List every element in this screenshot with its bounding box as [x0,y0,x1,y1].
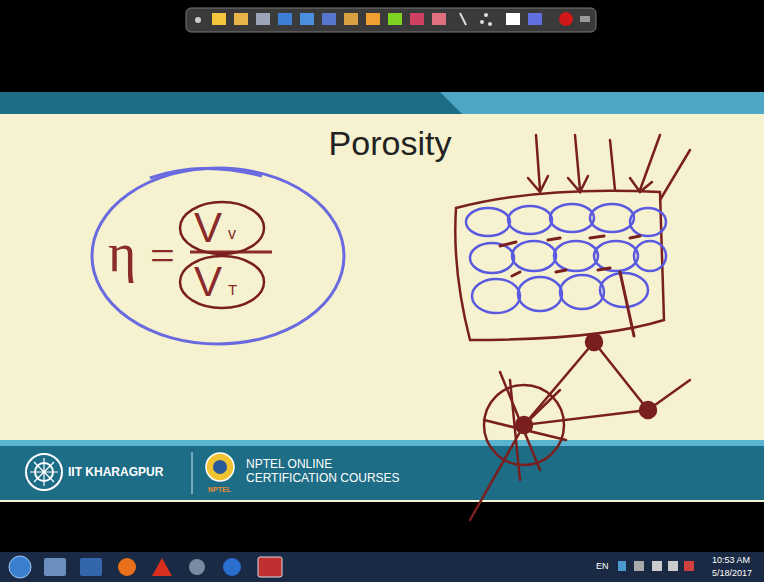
footer-band [0,446,764,500]
footer-divider [192,452,193,494]
logo-caption: NPTEL [208,486,231,493]
taskbar [0,552,764,582]
course-banner: NPTEL ONLINE CERTIFICATION COURSES [246,458,406,486]
header-band-dark [0,92,462,114]
footer-stripe [0,440,764,446]
total-subscript: T [228,282,237,297]
highlight-stroke [150,168,262,178]
nptel-logo [206,453,234,481]
pore-network-sketch [470,334,690,520]
clock-date: 5/18/2017 [712,569,752,578]
void-subscript: v [228,226,236,242]
slide-title: Porosity [329,126,452,160]
equals-sign: = [150,234,175,278]
total-volume-circle [180,256,264,308]
taskbar-icons [9,556,694,578]
void-volume-circle [180,202,264,254]
clock-time: 10:53 AM [712,556,750,565]
void-volume-symbol: V [194,207,222,249]
language-indicator: EN [596,562,609,571]
toolbar-icons [195,12,590,26]
pen-toolbar [186,8,596,32]
porosity-symbol: η [108,226,136,280]
iit-logo [26,454,62,490]
header-band [0,92,764,114]
slide-background [0,92,764,502]
highlight-ellipse [92,168,344,344]
institute-name: IIT KHARAGPUR [68,466,163,478]
soil-sketch [455,135,690,340]
total-volume-symbol: V [194,261,222,303]
